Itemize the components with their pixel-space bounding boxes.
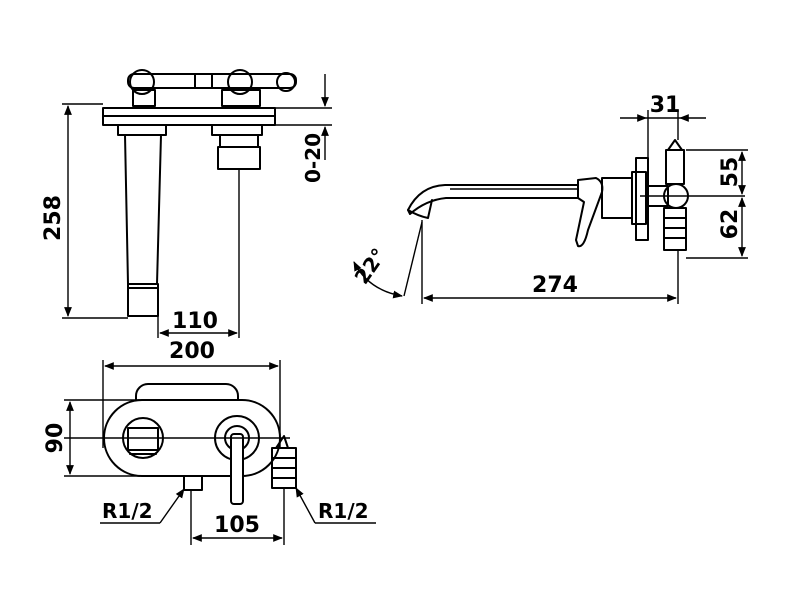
valve-assembly bbox=[127, 69, 297, 107]
dim-62-label: 62 bbox=[718, 209, 743, 240]
dim-110: 110 bbox=[157, 169, 240, 338]
dim-0-20: 0-20 bbox=[275, 74, 332, 183]
side-view: 31 55 62 274 22° bbox=[350, 93, 748, 304]
thread-right-label: R1/2 bbox=[318, 499, 369, 523]
dim-110-label: 110 bbox=[172, 309, 218, 334]
dim-angle: 22° bbox=[350, 221, 423, 299]
spout-pipe bbox=[124, 134, 162, 317]
dim-258: 258 bbox=[41, 103, 128, 319]
dim-274-label: 274 bbox=[532, 273, 578, 298]
dim-105: 105 bbox=[190, 488, 285, 545]
dim-55-label: 55 bbox=[718, 157, 743, 188]
dim-31-label: 31 bbox=[650, 93, 681, 118]
thread-right-callout: R1/2 bbox=[295, 487, 376, 524]
dim-274: 274 bbox=[421, 220, 679, 304]
mixer-body bbox=[217, 134, 261, 170]
connection-left bbox=[183, 475, 203, 491]
dim-258-label: 258 bbox=[41, 195, 66, 241]
plan-view: 200 bbox=[43, 339, 376, 545]
dim-31: 31 bbox=[620, 93, 706, 158]
dim-55-62: 55 62 bbox=[686, 149, 748, 259]
lever-side bbox=[575, 177, 604, 248]
thread-left-callout: R1/2 bbox=[100, 488, 185, 524]
spout-side bbox=[407, 184, 579, 215]
dim-200: 200 bbox=[102, 339, 281, 448]
dim-200-label: 200 bbox=[169, 339, 215, 364]
dim-90-label: 90 bbox=[43, 423, 68, 454]
dim-90: 90 bbox=[43, 399, 140, 477]
angle-label: 22° bbox=[350, 244, 391, 289]
front-view: 258 0-20 110 bbox=[41, 69, 332, 338]
thread-left-label: R1/2 bbox=[102, 499, 153, 523]
wall-plate-side bbox=[102, 107, 276, 136]
dim-105-label: 105 bbox=[214, 513, 260, 538]
body-side bbox=[601, 177, 633, 219]
valve-fittings bbox=[647, 139, 689, 251]
dim-0-20-label: 0-20 bbox=[301, 133, 325, 183]
